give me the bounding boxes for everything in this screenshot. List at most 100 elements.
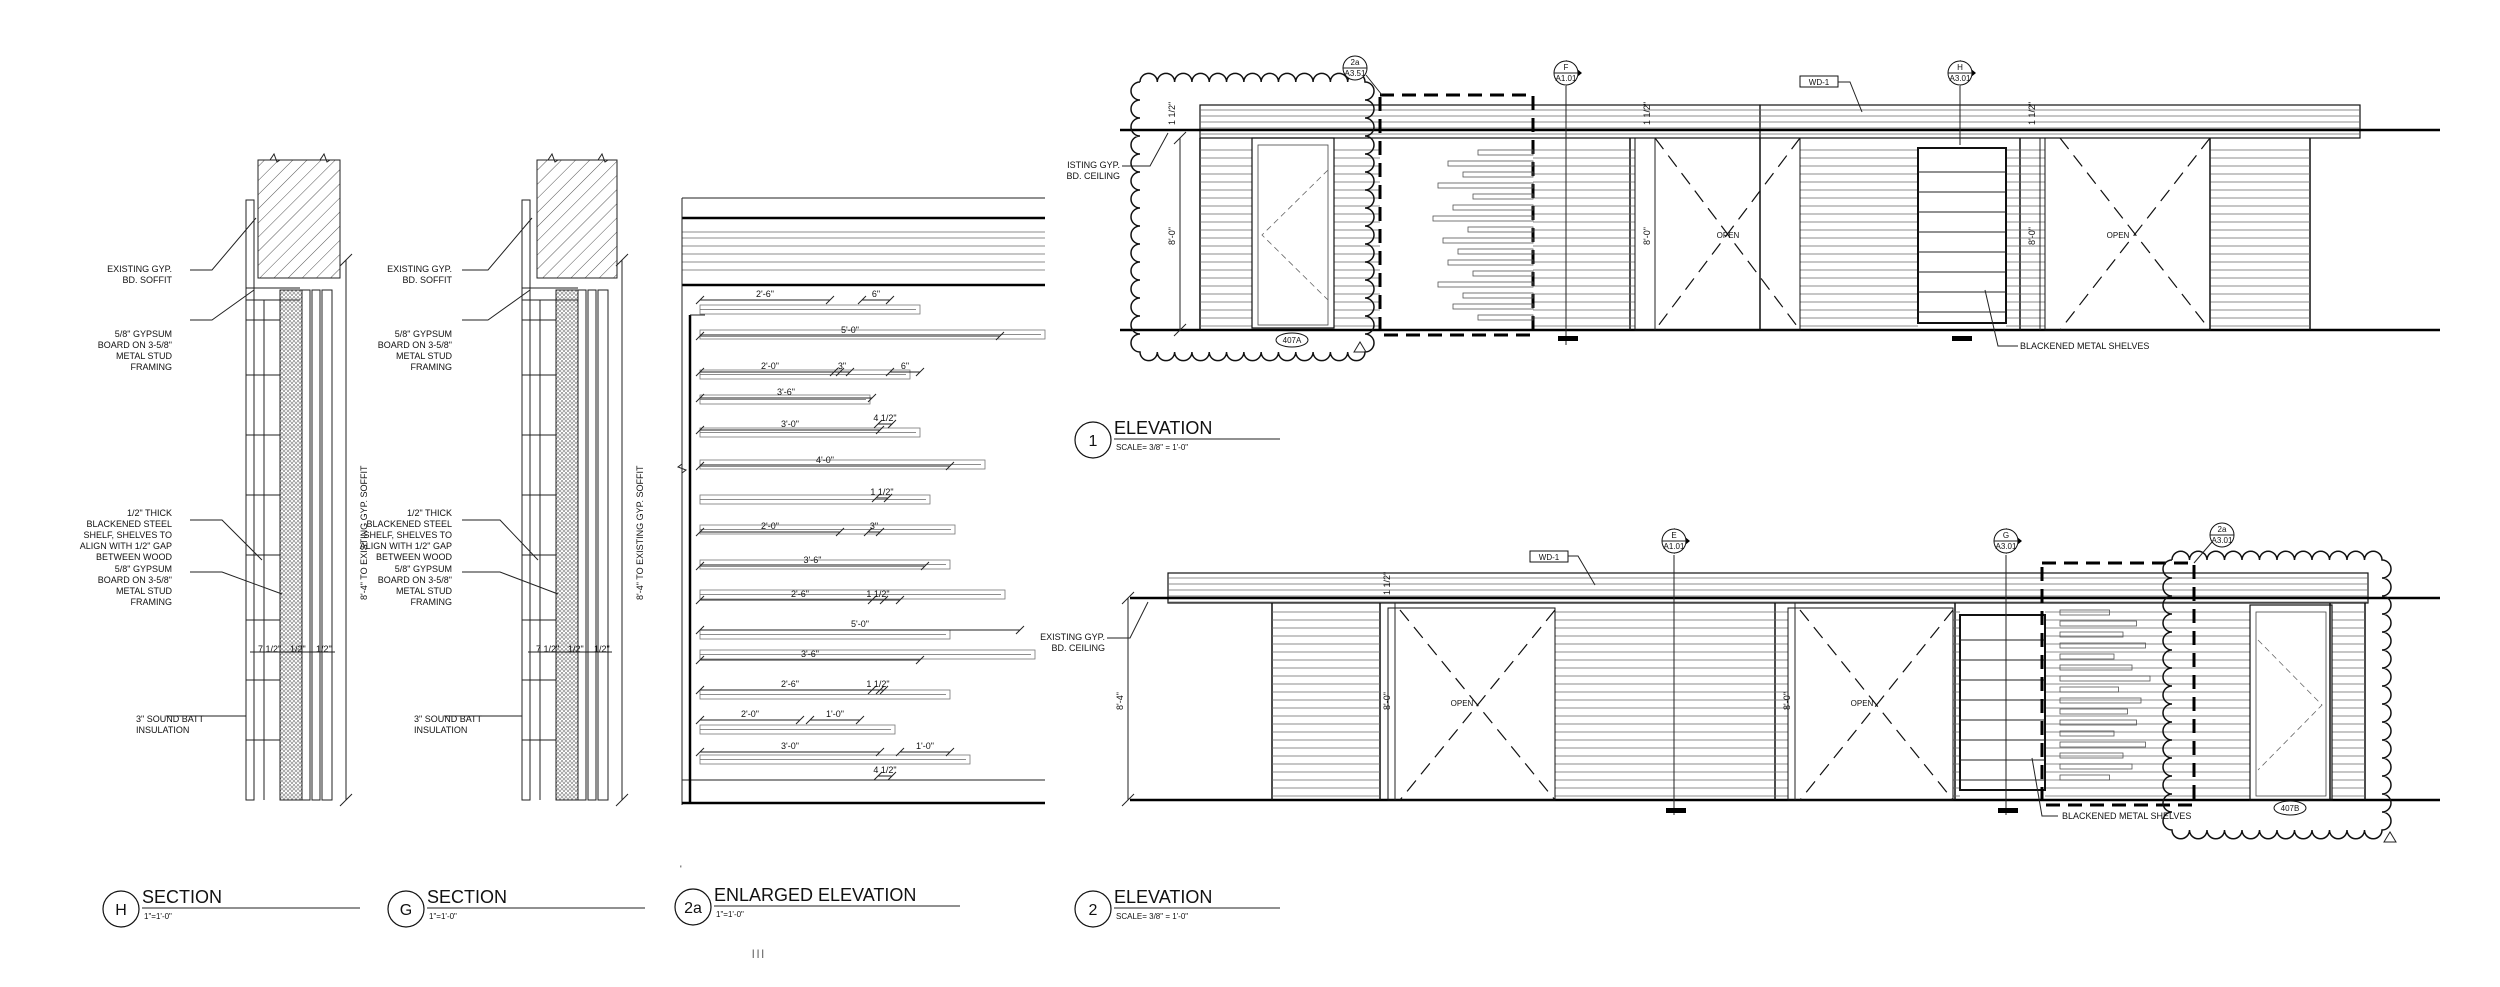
wall-assembly — [245, 199, 333, 801]
dimension-label: 6" — [872, 289, 880, 299]
opening-label: OPEN — [1717, 231, 1740, 240]
svg-text:E: E — [1671, 531, 1676, 540]
small-dim: 1 1/2" — [1642, 102, 1652, 125]
section-callout-h: H A3.01 — [1947, 60, 1976, 86]
title-elevation-1: 1 ELEVATION SCALE= 3/8" = 1'-0" — [1074, 418, 1280, 459]
dim-d2: 1/2" — [290, 644, 306, 654]
wall-slats — [1272, 611, 2365, 797]
small-dim: 1 1/2" — [2027, 102, 2037, 125]
door-tag: 407B — [2281, 804, 2300, 813]
dimension-label: 2'-0" — [741, 709, 759, 719]
view-scale: 1"=1'-0" — [144, 912, 172, 921]
small-dim: 1 1/2" — [1167, 102, 1177, 125]
soffit-hatch — [536, 159, 618, 279]
shelf-box-lines — [1960, 639, 2045, 781]
section-callout-f: F A1.01 — [1553, 60, 1582, 86]
view-tag: G — [400, 902, 412, 919]
dimension-label: 1 1/2" — [866, 589, 889, 599]
svg-text:H: H — [1957, 63, 1963, 72]
small-dim: 1 1/2" — [1382, 572, 1392, 595]
ceiling-note: EXISTING GYP.BD. CEILING — [1040, 632, 1105, 653]
dimension-label: 3" — [870, 521, 878, 531]
svg-text:A3.01: A3.01 — [2212, 536, 2233, 545]
material-tag: WD-1 — [1809, 78, 1830, 87]
height-dim: 8'-0" — [1167, 227, 1177, 245]
dimension-label: 3'-0" — [781, 741, 799, 751]
svg-text:G: G — [2003, 531, 2009, 540]
svg-text:A3.51: A3.51 — [1345, 69, 1366, 78]
opening-label: OPEN — [2107, 231, 2130, 240]
ceiling-lines — [1168, 577, 2368, 603]
dim-d1: 7 1/2" — [258, 644, 281, 654]
scale-ticks: | | | — [752, 948, 764, 958]
shelf-stack — [1432, 149, 1534, 321]
dimension-label: 1'-0" — [916, 741, 934, 751]
stray-text: ' — [680, 864, 682, 874]
dim-d3: 1/2" — [594, 644, 610, 654]
dimension-label: 3'-6" — [801, 649, 819, 659]
view-tag: 2a — [684, 900, 702, 917]
dimension-label: 4'-0" — [816, 455, 834, 465]
dimension-label: 2'-0" — [761, 361, 779, 371]
view-tag: H — [115, 902, 127, 919]
dimension-label: 1'-0" — [826, 709, 844, 719]
dimension-label: 5'-0" — [851, 619, 869, 629]
dimension-label: 3'-6" — [777, 387, 795, 397]
title-section-h: H SECTION 1"=1'-0" — [102, 887, 360, 928]
ceiling-lines — [1200, 109, 2360, 135]
svg-text:2a: 2a — [2218, 525, 2227, 534]
detail-callout-2a: 2a A3.51 — [1342, 55, 1383, 96]
note-soffit: EXISTING GYP.BD. SOFFIT — [107, 264, 172, 285]
dimension-label: 6" — [901, 361, 909, 371]
section-callout-e: E A1.01 — [1661, 528, 1690, 554]
view-scale: 1"=1'-0" — [429, 912, 457, 921]
enlarged-elevation: 2'-6" 6" 5'-0" 2'-0" 3" 6" 3'-6" 4 1/2" 3'-0" 4'-… — [676, 197, 1046, 958]
view-title: ELEVATION — [1114, 418, 1212, 438]
shelf-box-lines — [1918, 171, 2006, 313]
enlarged-dimensions: 2'-6" 6" 5'-0" 2'-0" 3" 6" 3'-6" 4 1/2" 3'-0" 4'-… — [695, 289, 1025, 781]
shelves-note: BLACKENED METAL SHELVES — [2020, 341, 2149, 351]
revision-cloud — [2162, 550, 2392, 840]
dim-height: 8'-4" TO EXISTING GYP. SOFFIT — [359, 465, 369, 600]
dim-height: 8'-4" TO EXISTING GYP. SOFFIT — [635, 465, 645, 600]
view-tag: 2 — [1089, 902, 1098, 919]
shelf-lines — [522, 319, 556, 741]
dimension-label: 3" — [838, 361, 846, 371]
dimension-label: 2'-6" — [781, 679, 799, 689]
section-callout-g: G A3.01 — [1993, 528, 2022, 554]
dimension-label: 4 1/2" — [873, 765, 896, 775]
height-dim: 8'-0" — [1382, 692, 1392, 710]
dimension-label: 1 1/2" — [870, 487, 893, 497]
dim-d1: 7 1/2" — [536, 644, 559, 654]
svg-text:A1.01: A1.01 — [1664, 542, 1685, 551]
svg-text:A3.01: A3.01 — [1996, 542, 2017, 551]
svg-text:2a: 2a — [1351, 58, 1360, 67]
door-tag: 407A — [1283, 336, 1302, 345]
view-title: SECTION — [427, 887, 507, 907]
height-dim: 8'-0" — [2027, 227, 2037, 245]
elevation-2: OPEN OPEN 407B BLACKENED METAL SHELVES E… — [1040, 522, 2440, 843]
view-title: ELEVATION — [1114, 887, 1212, 907]
dimension-label: 2'-6" — [791, 589, 809, 599]
note-soffit: EXISTING GYP.BD. SOFFIT — [387, 264, 452, 285]
dimension-label: 3'-6" — [804, 555, 822, 565]
title-enlarged: 2a ENLARGED ELEVATION 1"=1'-0" — [674, 885, 960, 926]
view-scale: SCALE= 3/8" = 1'-0" — [1116, 912, 1188, 921]
height-dim: 8'-0" — [1642, 227, 1652, 245]
dimension-label: 4 1/2" — [873, 413, 896, 423]
opening-label: OPEN — [1451, 699, 1474, 708]
view-tag: 1 — [1089, 433, 1098, 450]
dim-d3: 1/2" — [316, 644, 332, 654]
material-tag: WD-1 — [1539, 553, 1560, 562]
svg-text:A3.01: A3.01 — [1950, 74, 1971, 83]
